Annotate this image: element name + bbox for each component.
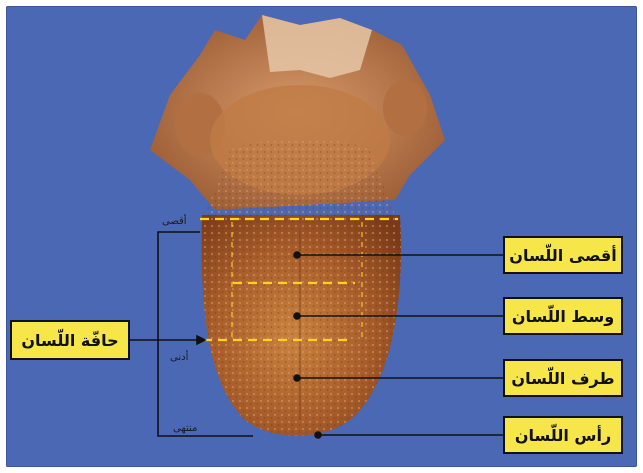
- back-pointer-dot: [294, 252, 300, 258]
- front-pointer-dot: [294, 375, 300, 381]
- side-note-top: أقصى: [162, 216, 187, 227]
- side-note-mid: أدنى: [170, 352, 188, 363]
- tongue-body: [202, 139, 401, 436]
- tip-pointer-dot: [315, 432, 321, 438]
- label-edge-of-tongue: حافّة اللّسان: [10, 320, 130, 360]
- label-back-of-tongue: أقصى اللّسان: [503, 236, 623, 274]
- middle-pointer-dot: [294, 313, 300, 319]
- side-note-bottom: منتهى: [173, 423, 197, 434]
- label-front-of-tongue: طرف اللّسان: [503, 359, 623, 397]
- label-middle-of-tongue: وسط اللّسان: [503, 297, 623, 335]
- label-tip-of-tongue: رأس اللّسان: [503, 416, 623, 454]
